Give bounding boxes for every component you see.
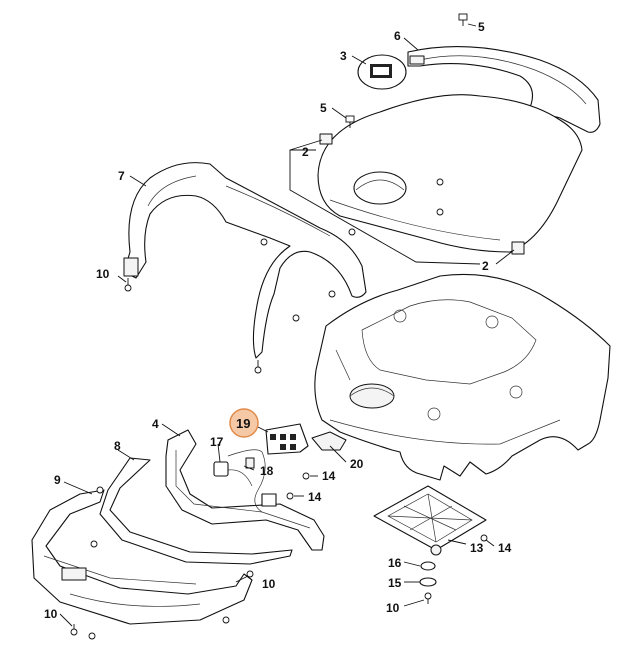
callout-5-top[interactable]: 5 xyxy=(478,20,485,34)
part-18-harness[interactable] xyxy=(227,449,266,513)
callout-10-left[interactable]: 10 xyxy=(96,267,110,281)
screw-14-b xyxy=(286,492,294,500)
part-15-disc[interactable] xyxy=(419,577,437,587)
connector-14-a[interactable] xyxy=(261,493,277,507)
callout-4[interactable]: 4 xyxy=(152,417,159,431)
callout-6[interactable]: 6 xyxy=(394,29,401,43)
callout-18[interactable]: 18 xyxy=(260,464,274,478)
screw-arch-a xyxy=(260,238,268,246)
part-17-switch[interactable] xyxy=(213,461,253,487)
callout-7[interactable]: 7 xyxy=(118,169,125,183)
screw-bumper-d xyxy=(88,632,96,640)
callout-13[interactable]: 13 xyxy=(470,541,484,555)
screw-bumper-b xyxy=(90,540,98,548)
callout-10-bottom[interactable]: 10 xyxy=(386,601,400,615)
callout-15[interactable]: 15 xyxy=(388,576,402,590)
screw-bumper-a xyxy=(96,486,104,494)
callout-14-b[interactable]: 14 xyxy=(308,490,322,504)
callout-labels: 5 6 3 5 2 2 7 10 4 19 20 17 18 14 14 8 9… xyxy=(44,20,512,621)
callout-2-left[interactable]: 2 xyxy=(302,145,309,159)
screw-10-left[interactable] xyxy=(124,278,132,292)
callout-3[interactable]: 3 xyxy=(340,49,347,63)
screw-arch-c xyxy=(328,290,336,298)
callout-16[interactable]: 16 xyxy=(388,556,402,570)
highlight-circle xyxy=(229,408,259,438)
part-19-module[interactable] xyxy=(265,423,309,455)
callout-17[interactable]: 17 xyxy=(210,435,224,449)
insert-square-a xyxy=(319,133,333,145)
callout-5-middle[interactable]: 5 xyxy=(320,101,327,115)
part-2-top-cover[interactable] xyxy=(317,94,583,253)
callout-19-highlight[interactable]: 19 xyxy=(229,408,259,438)
screw-cover-a xyxy=(436,178,444,186)
screw-5-middle[interactable] xyxy=(345,115,355,128)
callout-14-c[interactable]: 14 xyxy=(498,541,512,555)
callout-19[interactable]: 19 xyxy=(236,416,250,431)
callout-2-right[interactable]: 2 xyxy=(482,259,489,273)
screw-14-a xyxy=(302,472,310,480)
screw-arch-b xyxy=(292,314,300,322)
part-13-base-plate[interactable] xyxy=(373,485,487,556)
callout-10-bottom-left[interactable]: 10 xyxy=(44,607,58,621)
callout-8[interactable]: 8 xyxy=(114,439,121,453)
callout-14-a[interactable]: 14 xyxy=(322,469,336,483)
screw-cover-b xyxy=(436,208,444,216)
callout-10-bumper[interactable]: 10 xyxy=(262,577,276,591)
screw-10-bottom-left[interactable] xyxy=(70,624,78,636)
part-8-bumper-trim[interactable] xyxy=(99,457,293,565)
screw-arch-bottom xyxy=(254,360,262,374)
part-3-label-plate[interactable] xyxy=(357,54,407,90)
part-4-front-bracket[interactable] xyxy=(165,429,325,551)
part-7-rear-arch[interactable] xyxy=(123,162,367,359)
callout-20[interactable]: 20 xyxy=(350,457,364,471)
part-16-washer[interactable] xyxy=(420,561,436,571)
callout-9[interactable]: 9 xyxy=(54,473,61,487)
part-9-front-bumper[interactable] xyxy=(31,489,253,625)
screw-10-bumper-right[interactable] xyxy=(246,570,254,578)
screw-bumper-c xyxy=(222,616,230,624)
screw-14-base xyxy=(480,534,488,542)
screw-10-bottom[interactable] xyxy=(424,592,432,604)
main-chassis[interactable] xyxy=(314,273,611,481)
screw-cover-c xyxy=(348,228,356,236)
screw-5-top[interactable] xyxy=(458,13,468,26)
insert-square-b xyxy=(511,241,525,255)
part-20-gasket[interactable] xyxy=(311,431,347,451)
